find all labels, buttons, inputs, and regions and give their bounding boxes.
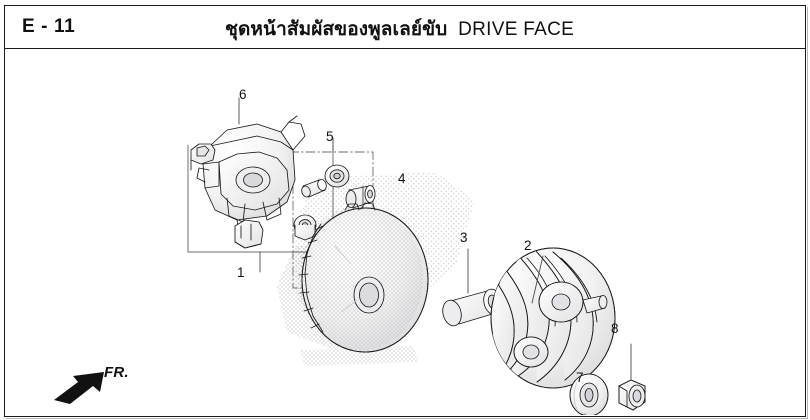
callout-1[interactable]: 1: [237, 265, 245, 280]
part-1-clip-main: [234, 219, 264, 249]
callout-6[interactable]: 6: [239, 87, 247, 102]
fr-arrow-icon: [54, 372, 104, 404]
part-7-washer: [569, 373, 609, 415]
page-title: ชุดหน้าสัมผัสของพูลเลย์ขับ DRIVE FACE: [225, 14, 574, 44]
fr-label: FR.: [104, 364, 129, 381]
header-divider: [5, 48, 805, 49]
callout-5[interactable]: 5: [326, 129, 334, 144]
callout-8[interactable]: 8: [611, 321, 619, 336]
page-title-thai: ชุดหน้าสัมผัสของพูลเลย์ขับ: [225, 19, 448, 40]
callout-2[interactable]: 2: [524, 238, 532, 253]
page-code: E - 11: [22, 16, 76, 37]
part-8-lock-nut: [618, 379, 646, 411]
exploded-diagram: [5, 50, 805, 415]
part-6-ramp-plate: [196, 115, 306, 237]
callout-3[interactable]: 3: [460, 230, 468, 245]
part-1-clip-small-a: [190, 143, 216, 171]
callout-4[interactable]: 4: [398, 171, 406, 186]
part-2-drive-face-fan: [490, 247, 616, 389]
front-direction-marker: FR.: [48, 362, 163, 410]
part-4-drive-face-plate: [298, 202, 429, 353]
leader-2: [531, 255, 544, 304]
page-title-english: DRIVE FACE: [458, 19, 575, 40]
callout-7[interactable]: 7: [576, 370, 584, 385]
